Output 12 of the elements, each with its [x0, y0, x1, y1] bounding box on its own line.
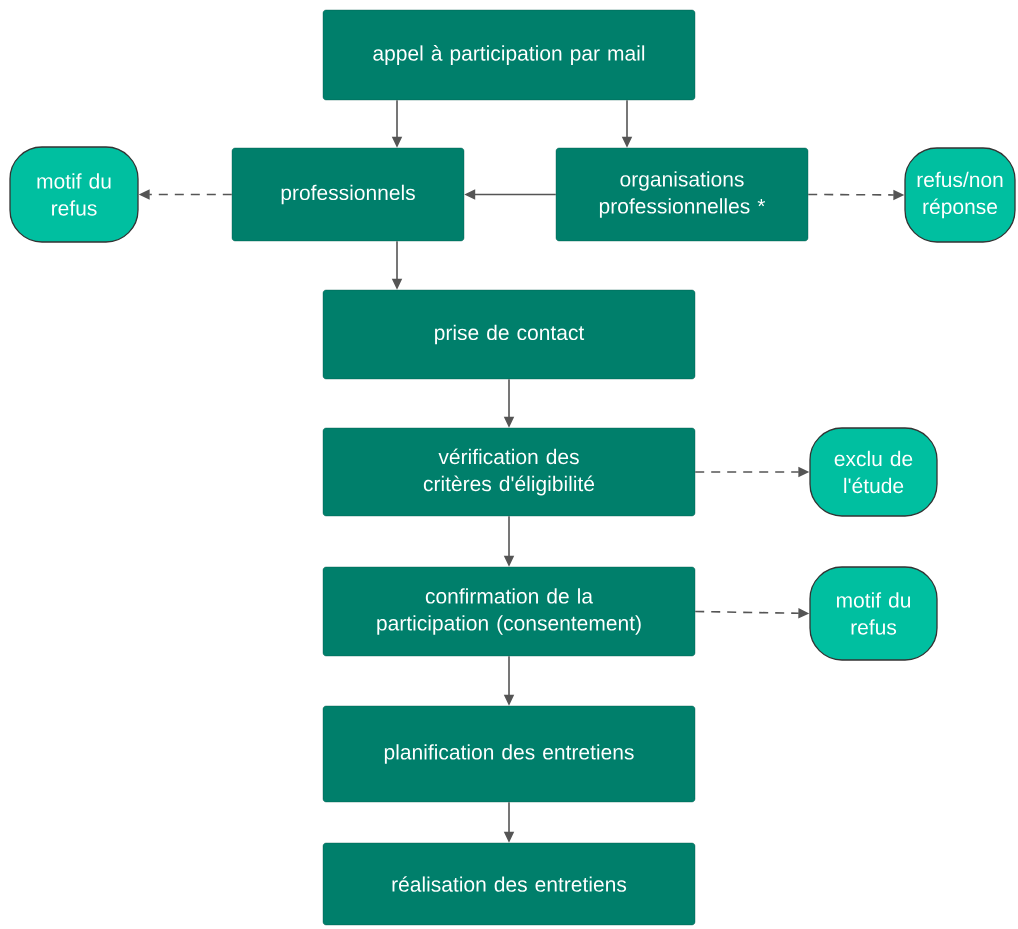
process-box: professionnels — [231, 147, 465, 242]
process-box: réalisation des entretiens — [322, 842, 696, 926]
process-box: planification des entretiens — [322, 705, 696, 803]
process-box: confirmation de la participation (consentement) — [322, 566, 696, 657]
process-box: organisations professionnelles * — [555, 147, 809, 242]
terminal-box: motif du refus — [809, 566, 938, 661]
process-box: appel à participation par mail — [322, 9, 696, 101]
process-box: prise de contact — [322, 289, 696, 380]
terminal-box: exclu de l'étude — [809, 427, 938, 517]
terminal-box: motif du refus — [9, 146, 139, 243]
terminal-box: refus/non réponse — [904, 147, 1016, 243]
process-box: vérification des critères d'éligibilité — [322, 427, 696, 517]
